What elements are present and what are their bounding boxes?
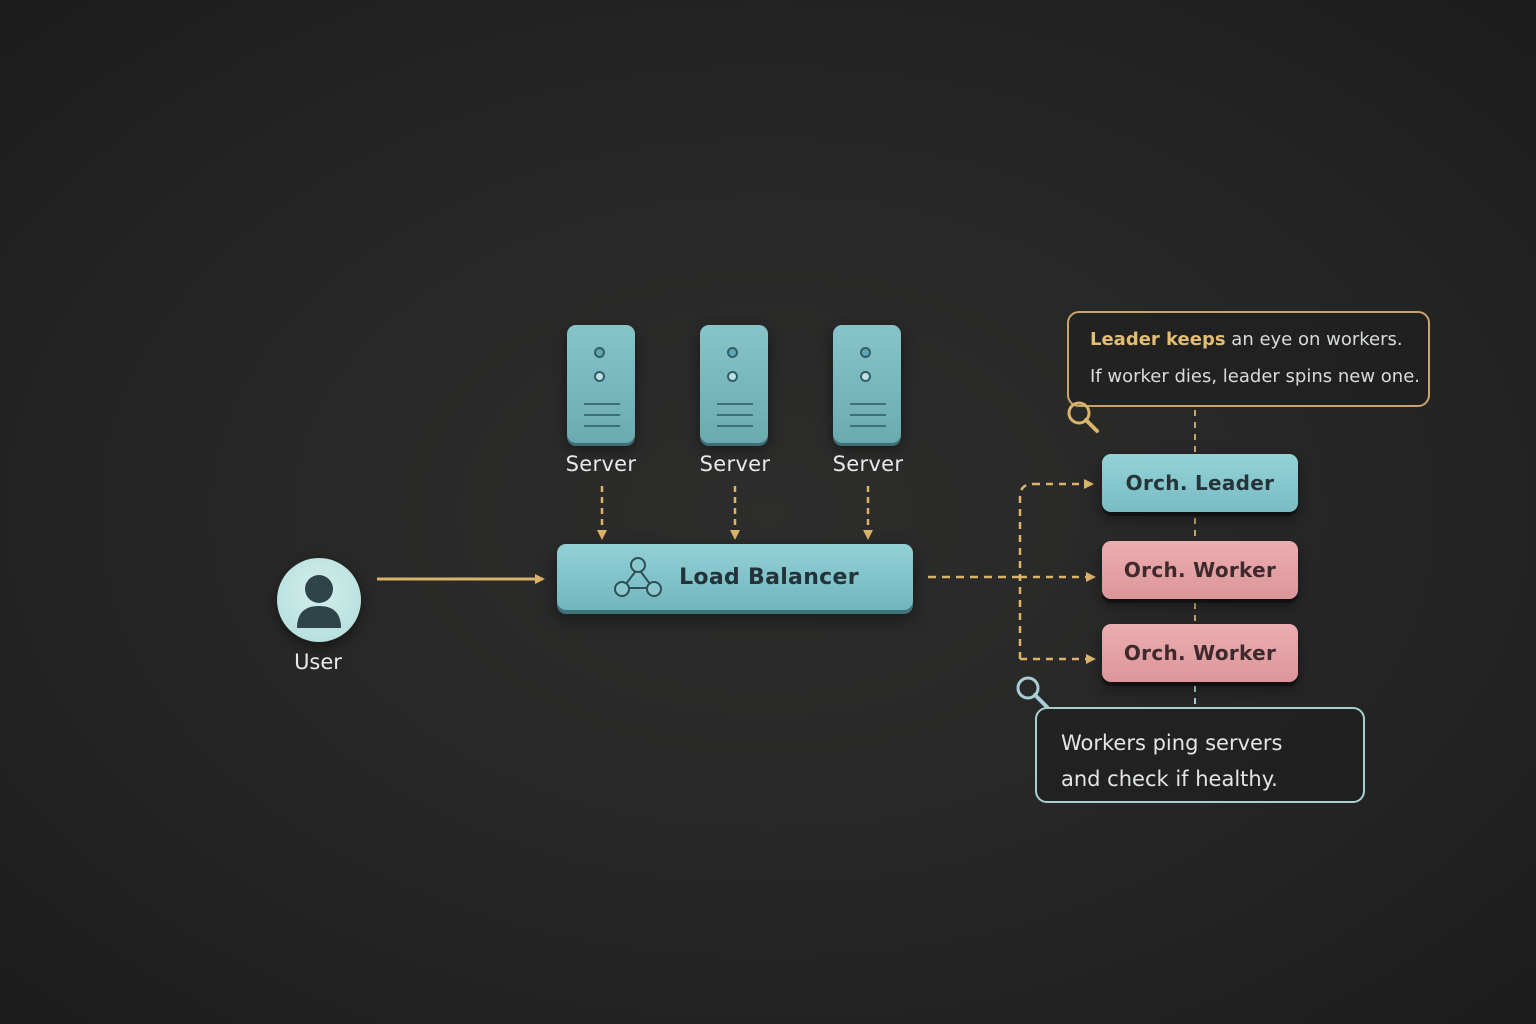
worker-note-line2: and check if healthy. <box>1061 767 1278 791</box>
leader-note-highlight: Leader keeps <box>1090 329 1226 350</box>
magnifier-icon <box>1067 401 1099 433</box>
user-avatar <box>277 558 361 642</box>
orch-worker-1-node: Orch. Worker <box>1102 541 1298 599</box>
server-2-label: Server <box>699 452 771 476</box>
server-status-light <box>594 371 605 382</box>
server-status-light <box>727 371 738 382</box>
magnifier-icon <box>1016 676 1049 709</box>
server-status-light <box>727 347 738 358</box>
orch-worker-2-label: Orch. Worker <box>1123 641 1277 665</box>
server-3 <box>833 325 901 443</box>
load-balancer-label: Load Balancer <box>679 564 859 590</box>
orch-leader-label: Orch. Leader <box>1125 471 1275 495</box>
wire-orch-branch <box>1018 482 1034 659</box>
server-status-light <box>860 347 871 358</box>
server-1-label: Server <box>565 452 637 476</box>
worker-note-line1: Workers ping servers <box>1061 731 1283 755</box>
leader-note-line1: an eye on workers. <box>1225 329 1403 350</box>
server-status-light <box>860 371 871 382</box>
server-1 <box>567 325 635 443</box>
worker-note: Workers ping servers and check if health… <box>1035 707 1365 803</box>
server-3-label: Server <box>832 452 904 476</box>
orch-worker-2-node: Orch. Worker <box>1102 624 1298 682</box>
leader-note: Leader keeps an eye on workers. If worke… <box>1067 311 1430 407</box>
network-nodes-icon <box>614 557 663 597</box>
server-status-light <box>594 347 605 358</box>
orch-worker-1-label: Orch. Worker <box>1123 558 1277 582</box>
user-label: User <box>294 650 342 674</box>
server-2 <box>700 325 768 443</box>
load-balancer-node: Load Balancer <box>557 544 913 610</box>
person-icon <box>297 575 341 628</box>
orch-leader-node: Orch. Leader <box>1102 454 1298 512</box>
leader-note-line2: If worker dies, leader spins new one. <box>1090 366 1420 387</box>
